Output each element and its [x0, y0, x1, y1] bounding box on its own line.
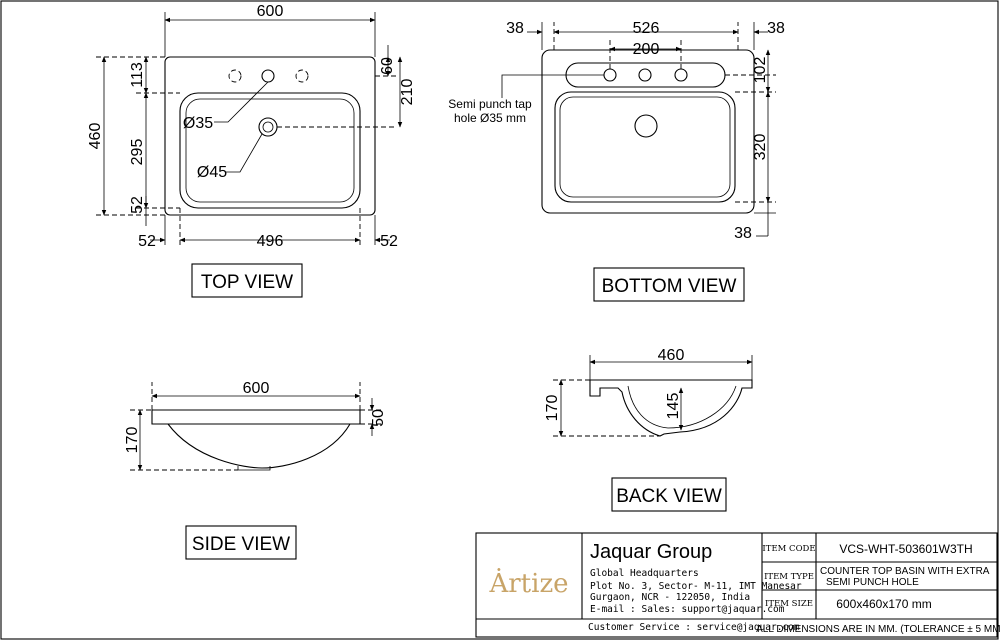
semi-punch-note-line2: hole Ø35 mm: [454, 111, 526, 125]
tolerance-note: ALL DIMENSIONS ARE IN MM. (TOLERANCE ± 5…: [756, 624, 1000, 635]
dim-113-label: 113: [129, 62, 146, 88]
tap-hole-dia-label: Ø35: [183, 115, 213, 132]
side-view-title-box: [185, 525, 297, 560]
side-height-label: 170: [124, 427, 141, 454]
bottom-tap-hole-center: [638, 68, 652, 82]
top-view-outline: [164, 56, 376, 216]
dim-52-bottom-right-label: 52: [380, 233, 398, 250]
back-view-title: BACK VIEW: [616, 486, 722, 507]
side-view-rim: [151, 409, 361, 425]
top-view-title: TOP VIEW: [201, 272, 293, 293]
dim-60-label: 60: [379, 57, 396, 75]
item-code-value: VCS-WHT-503601W3TH: [839, 542, 972, 556]
back-view-bowl-inner: [627, 385, 737, 429]
drain-hole-dia-label: Ø45: [197, 164, 227, 181]
address-line2: Gurgaon, NCR - 122050, India: [590, 592, 750, 603]
top-view-title-box: [191, 263, 303, 298]
back-width-label: 460: [658, 347, 685, 364]
top-view-bowl-outer: [179, 92, 361, 209]
item-size-value: 600x460x170 mm: [836, 597, 931, 611]
item-code-label: ITEM CODE: [762, 544, 815, 554]
title-block: Ȧrtize Jaquar Group Global Headquarters …: [475, 532, 1000, 638]
artize-logo: Ȧrtize: [488, 568, 568, 599]
address-line1: Plot No. 3, Sector- M-11, IMT Manesar: [590, 581, 802, 592]
customer-service-line: Customer Service : service@jaquar.com: [588, 622, 800, 633]
tap-hole: [261, 69, 275, 83]
back-height-label: 170: [544, 395, 561, 422]
semi-punch-hole-right: [295, 69, 309, 83]
dim-102-label: 102: [752, 57, 769, 84]
side-rim-label: 50: [370, 409, 387, 427]
dim-496-label: 496: [257, 233, 284, 250]
side-width-label: 600: [243, 380, 270, 397]
dim-295-label: 295: [129, 139, 146, 166]
bottom-drain: [634, 114, 658, 138]
top-view-bowl-inner: [185, 98, 355, 203]
bottom-view-outline: [541, 49, 755, 214]
hole-spacing-label: 200: [633, 41, 660, 58]
dim-210-label: 210: [399, 79, 416, 106]
hq-label: Global Headquarters: [590, 568, 699, 579]
back-bowl-depth-label: 145: [665, 393, 682, 420]
company-name: Jaquar Group: [590, 541, 712, 563]
email-line: E-mail : Sales: support@jaquar.com: [590, 604, 785, 615]
item-type-label: ITEM TYPE: [764, 572, 814, 582]
dim-320-label: 320: [752, 134, 769, 161]
back-view-title-box: [611, 477, 727, 512]
top-width-label: 600: [257, 3, 284, 20]
semi-punch-note-line1: Semi punch tap: [448, 97, 532, 111]
semi-punch-hole-left: [228, 69, 242, 83]
drain-hole-outer: [258, 117, 278, 137]
item-type-line2: SEMI PUNCH HOLE: [826, 577, 919, 588]
back-view: 460 170 145 BACK VIEW: [544, 347, 753, 512]
bottom-left-edge-label: 38: [506, 20, 524, 37]
item-size-label: ITEM SIZE: [765, 599, 813, 609]
top-view: 600 460 113 295 52 60 210 52 496 52: [87, 3, 416, 298]
dim-52-bottom-left-label: 52: [138, 233, 156, 250]
dim-38-bottom-label: 38: [734, 225, 752, 242]
top-height-label: 460: [87, 123, 104, 150]
bottom-view-title: BOTTOM VIEW: [602, 276, 737, 297]
side-view-title: SIDE VIEW: [192, 534, 290, 555]
bottom-tap-hole-left: [603, 68, 617, 82]
title-block-frame: [475, 532, 998, 638]
back-view-profile: [589, 379, 753, 437]
bottom-tap-hole-right: [674, 68, 688, 82]
bottom-bowl-inner: [559, 96, 731, 198]
dim-52-left-label: 52: [129, 196, 146, 214]
bottom-bowl-outer: [554, 91, 736, 203]
bottom-width-label: 526: [633, 20, 660, 37]
bottom-view: 38 526 38 200 102 320 38 Semi punch tap …: [448, 20, 785, 302]
bottom-view-title-box: [593, 267, 745, 302]
drain-hole-inner: [262, 121, 274, 133]
side-view-bowl: [167, 423, 351, 469]
bottom-right-edge-label: 38: [767, 20, 785, 37]
item-type-line1: COUNTER TOP BASIN WITH EXTRA: [820, 566, 990, 577]
side-view: 600 170 50 SIDE VIEW: [124, 380, 387, 560]
